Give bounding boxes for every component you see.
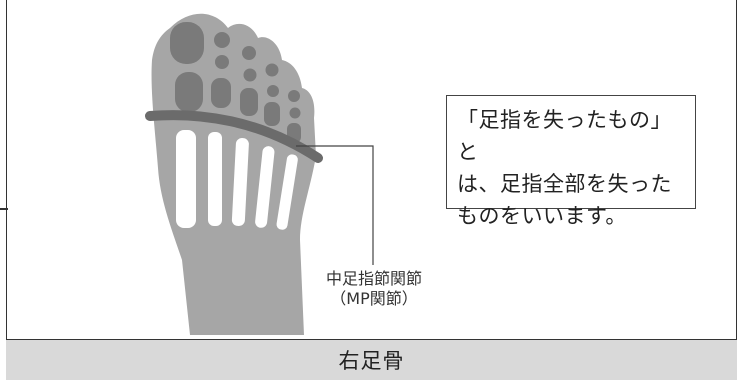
- definition-note-box: 「足指を失ったもの」と は、足指全部を失った ものをいいます。: [446, 95, 696, 228]
- big-toe-distal: [170, 22, 204, 64]
- metatarsal-1: [176, 130, 196, 228]
- toe4-middle: [267, 85, 279, 97]
- mp-joint-label-line2: （MP関節）: [330, 289, 418, 308]
- toe4-distal: [265, 63, 279, 77]
- toe2-middle: [215, 55, 229, 69]
- toe3-proximal: [240, 88, 258, 116]
- toe4-proximal: [264, 102, 280, 126]
- mp-joint-label-line1: 中足指節関節: [325, 269, 422, 288]
- toe3-distal: [242, 46, 256, 60]
- mp-joint-label: 中足指節関節 （MP関節）: [306, 269, 442, 309]
- toe5-middle: [289, 107, 301, 119]
- caption-bar: 右足骨: [6, 339, 737, 380]
- toe2-distal: [214, 32, 230, 48]
- toe2-proximal: [211, 78, 231, 108]
- mp-joint-leader-line: [296, 145, 374, 265]
- toe3-middle: [243, 68, 257, 82]
- metatarsal-5: [276, 154, 298, 230]
- toe5-distal: [288, 90, 300, 102]
- metatarsal-3: [231, 138, 249, 226]
- metatarsal-2: [208, 132, 222, 226]
- metatarsal-4: [255, 146, 275, 228]
- left-edge-tick: [0, 208, 8, 210]
- caption-text: 右足骨: [338, 349, 405, 373]
- big-toe-proximal: [175, 72, 203, 112]
